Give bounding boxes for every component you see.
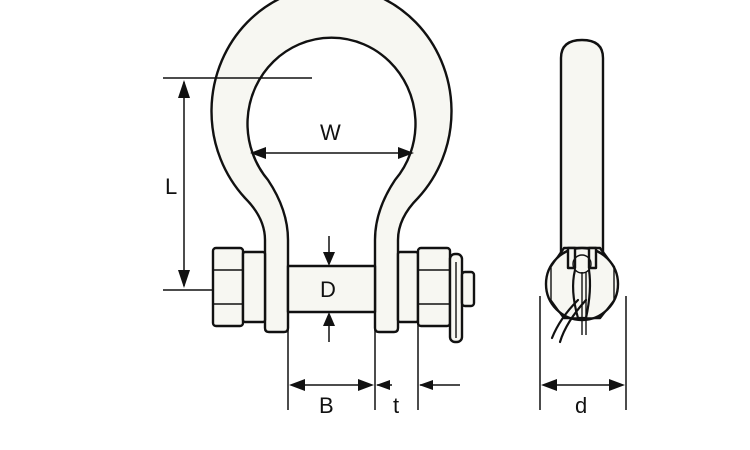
shackle-bow xyxy=(210,0,453,334)
dimension-d-side-label: d xyxy=(575,393,587,418)
dimension-t: t xyxy=(376,322,460,418)
dimension-w: W xyxy=(250,120,414,159)
front-view: W L D B xyxy=(163,0,476,418)
side-bow xyxy=(559,38,605,256)
pin-shaft xyxy=(286,264,377,314)
left-nut xyxy=(211,246,267,328)
dimension-b-label: B xyxy=(319,393,334,418)
dimension-d: D xyxy=(320,236,336,342)
split-pin xyxy=(448,252,476,344)
right-nut xyxy=(396,246,452,328)
dimension-d-side: d xyxy=(539,296,627,418)
dimension-l-label: L xyxy=(165,174,177,199)
dimension-d-label: D xyxy=(320,277,336,302)
dimension-l: L xyxy=(163,77,312,291)
dimension-w-label: W xyxy=(320,120,341,145)
dimension-t-label: t xyxy=(393,393,399,418)
side-view: d xyxy=(539,38,627,418)
dimension-b: B xyxy=(287,322,376,418)
